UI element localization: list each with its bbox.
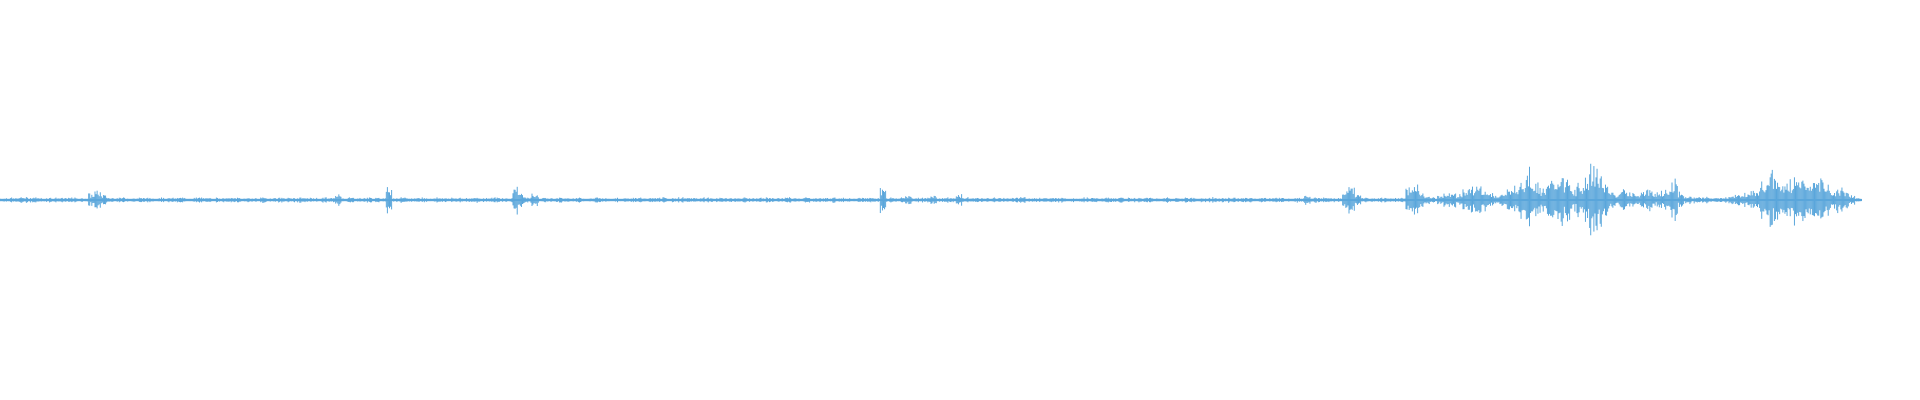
waveform-bars [0, 163, 1862, 236]
